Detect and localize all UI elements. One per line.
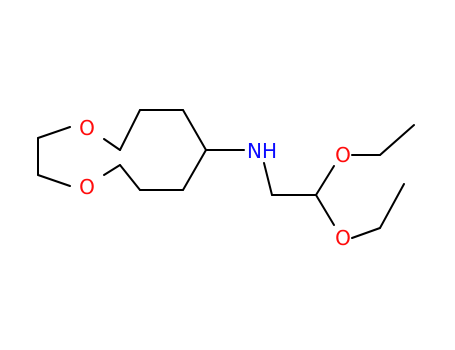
atom-o-ether-lower: O — [335, 226, 351, 250]
bond-c6-spiro — [119, 164, 141, 191]
atom-o-ring-bottom: O — [79, 175, 95, 199]
bond-ch-o-lower — [315, 194, 335, 226]
dioxolane-ring — [37, 126, 121, 187]
bond-ch2-ch3-lower — [379, 183, 405, 229]
bond-ch2-o-bottom — [37, 174, 71, 187]
bond-c3-c4 — [182, 109, 207, 151]
bond-o-top-ch2 — [37, 126, 71, 139]
bond-o-lower-ch2 — [351, 227, 381, 239]
atom-labels: O O NH O O — [79, 116, 351, 250]
bond-n-ch2 — [263, 162, 273, 196]
atom-o-ether-upper: O — [335, 143, 351, 167]
atom-n-amine: NH — [247, 139, 277, 163]
bond-ch-o-upper — [315, 165, 335, 196]
side-chain — [205, 124, 415, 239]
bond-spiro-o-top — [103, 138, 121, 151]
bond-spiro-c2 — [119, 109, 141, 151]
bond-o-bottom-spiro — [103, 164, 121, 176]
bond-c4-c5 — [182, 149, 207, 191]
cyclohexane-ring — [119, 109, 207, 191]
bond-ch2-ch3-upper — [379, 124, 415, 156]
atom-o-ring-top: O — [79, 116, 95, 140]
